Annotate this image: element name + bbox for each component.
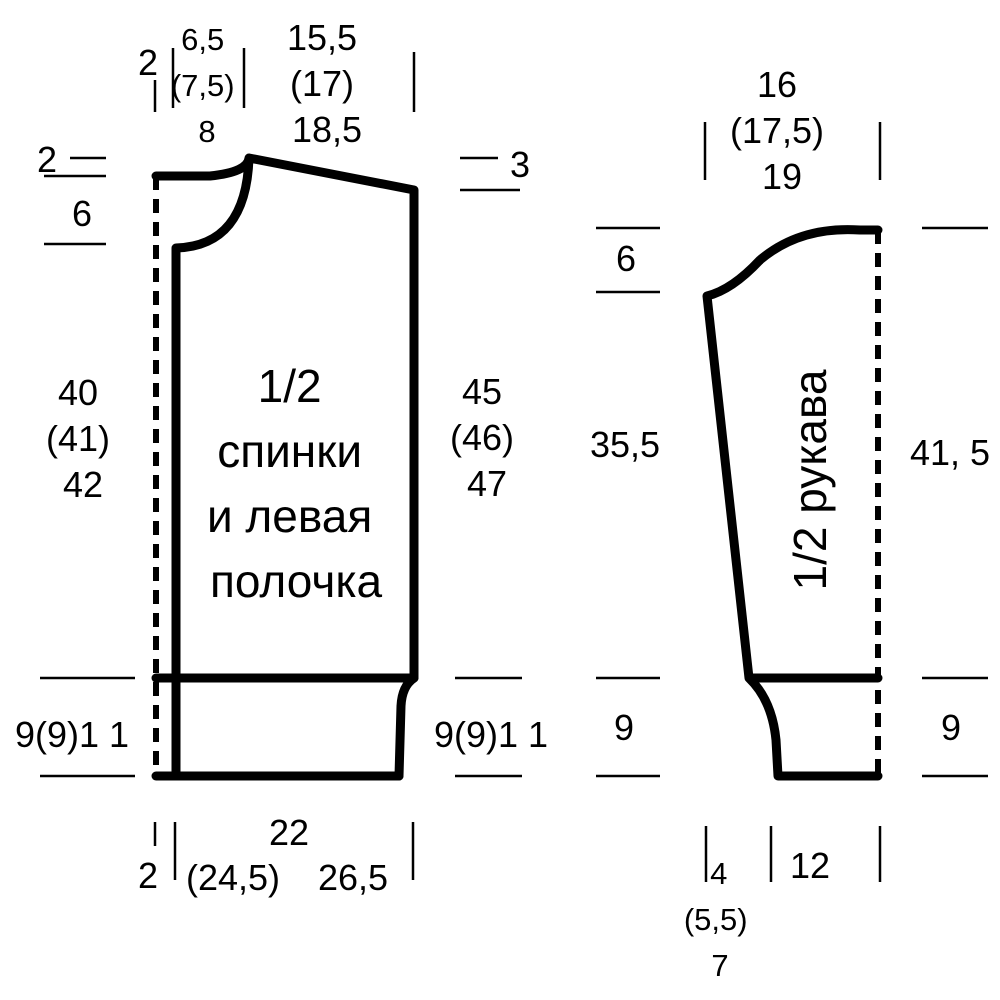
body-left-ticks [40, 156, 135, 778]
sleeve-cap-height: 6 [616, 238, 636, 279]
sleeve-band-left: 9 [614, 707, 634, 748]
sleeve-left-ticks [596, 226, 660, 778]
body-hem-step: 2 [138, 855, 158, 896]
sleeve-cuff-width: 12 [790, 845, 830, 886]
sleeve-top-width: 16 (17,5) 19 [730, 64, 834, 197]
sleeve-cuff-step: 4 (5,5) 7 [684, 856, 756, 983]
sleeve-length-left: 35,5 [590, 424, 660, 465]
sleeve-piece: 1/2 рукава 16 (17,5) 19 6 35,5 9 41, 5 9 [590, 64, 990, 983]
body-label: 1/2 спинки и левая полочка [207, 360, 385, 607]
body-width-bottom-2: (24,5) [186, 857, 280, 898]
body-band-right: 9(9)1 1 [434, 714, 548, 755]
body-neck-width: 6,5 (7,5) 8 [171, 22, 243, 149]
body-band-left: 9(9)1 1 [15, 714, 129, 755]
sleeve-top-ticks [703, 122, 882, 180]
body-neck-depth: 6 [72, 193, 92, 234]
body-bottom-ticks [153, 822, 415, 880]
body-shoulder-step: 2 [138, 42, 158, 83]
body-shoulder-width: 15,5 (17) 18,5 [287, 17, 367, 150]
body-side-length-left: 40 (41) 42 [46, 372, 120, 505]
sleeve-label: 1/2 рукава [784, 369, 836, 590]
body-piece: 1/2 спинки и левая полочка 2 6,5 (7,5) 8… [15, 17, 548, 898]
body-shoulder-drop-right: 3 [510, 144, 530, 185]
body-neck-drop-left: 2 [37, 139, 57, 180]
sleeve-bottom-ticks [704, 826, 882, 882]
sleeve-outline [702, 225, 883, 781]
body-side-length-right: 45 (46) 47 [450, 371, 524, 504]
body-right-ticks [455, 156, 522, 778]
body-width-bottom-3: 26,5 [318, 857, 388, 898]
body-top-ticks [153, 48, 416, 112]
sleeve-band-right: 9 [941, 707, 961, 748]
sleeve-length-right: 41, 5 [910, 432, 990, 473]
sleeve-right-ticks [922, 226, 988, 778]
body-width-bottom-1: 22 [269, 812, 309, 853]
